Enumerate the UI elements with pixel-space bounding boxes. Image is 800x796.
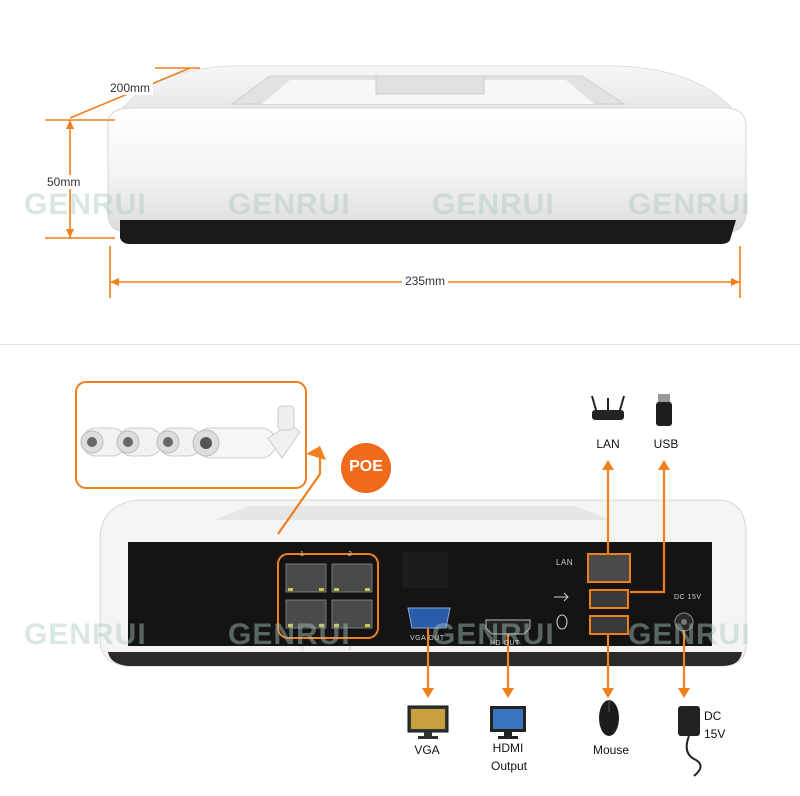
camera-icon bbox=[80, 405, 301, 459]
router-icon bbox=[591, 395, 625, 420]
hdmi-monitor-icon bbox=[490, 706, 526, 739]
watermark: GENRUI bbox=[228, 188, 351, 221]
watermark: GENRUI bbox=[628, 188, 751, 221]
dvr-front-illustration bbox=[45, 65, 747, 298]
hdmi-label-line1: HDMI bbox=[492, 741, 524, 755]
dc-label-line1: DC bbox=[704, 709, 722, 723]
power-adapter-icon bbox=[678, 706, 702, 777]
vga-monitor-icon bbox=[407, 705, 449, 739]
hdmi-label-line2: Output bbox=[490, 759, 528, 773]
height-dimension-label: 50mm bbox=[44, 175, 84, 189]
mouse-label: Mouse bbox=[592, 743, 630, 757]
watermark: GENRUI bbox=[24, 618, 147, 651]
port-number-3: 3 bbox=[300, 646, 305, 653]
dc-label-line2: 15V bbox=[704, 727, 726, 741]
watermark: GENRUI bbox=[24, 188, 147, 221]
vga-out-label: VGA OUT bbox=[410, 635, 445, 642]
dvr-back-illustration bbox=[0, 344, 800, 698]
watermark: GENRUI bbox=[228, 618, 351, 651]
watermark: GENRUI bbox=[628, 618, 751, 651]
poe-cameras bbox=[78, 398, 306, 488]
port-number-4: 4 bbox=[348, 646, 353, 653]
poe-badge: POE bbox=[349, 458, 383, 475]
dc-panel-label: DC 15V bbox=[674, 594, 702, 601]
lan-panel-label: LAN bbox=[556, 558, 574, 567]
dimension-section: 200mm 50mm 235mm GENRUI GENRUI GENRUI GE… bbox=[0, 0, 800, 330]
usb-drive-icon bbox=[656, 394, 672, 426]
connection-section: POE 1 2 3 4 VGA OUT HD OUT LAN DC 15V GE… bbox=[0, 330, 800, 796]
vga-label: VGA bbox=[414, 743, 440, 757]
port-number-1: 1 bbox=[300, 551, 305, 558]
lan-label: LAN bbox=[596, 437, 620, 451]
usb-label: USB bbox=[653, 437, 679, 451]
depth-dimension-label: 200mm bbox=[107, 81, 154, 95]
watermark: GENRUI bbox=[432, 618, 555, 651]
port-number-2: 2 bbox=[348, 551, 353, 558]
mouse-icon bbox=[599, 700, 619, 736]
hd-out-label: HD OUT bbox=[490, 640, 520, 647]
watermark: GENRUI bbox=[432, 188, 555, 221]
width-dimension-label: 235mm bbox=[402, 274, 449, 288]
